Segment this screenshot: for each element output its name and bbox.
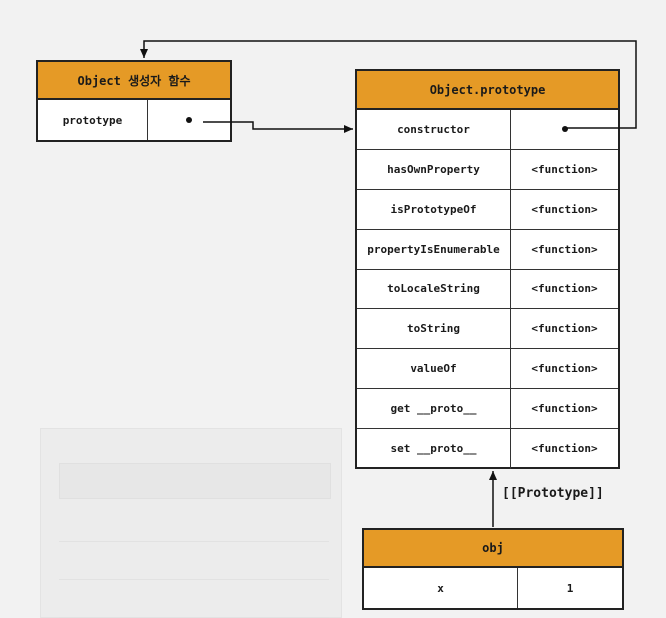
- property-value: <function>: [531, 242, 598, 256]
- background-table-row-ghost: [59, 581, 329, 618]
- property-key: hasOwnProperty: [357, 149, 511, 189]
- property-key: get __proto__: [357, 389, 511, 428]
- property-key: x: [364, 568, 518, 608]
- property-key: toString: [357, 309, 511, 349]
- property-value: <function>: [531, 322, 598, 336]
- table-row: x 1: [364, 568, 622, 608]
- object-constructor-title: Object 생성자 함수: [38, 62, 230, 100]
- reference-dot-icon: [561, 126, 568, 133]
- property-value: <function>: [531, 402, 598, 416]
- background-table-ghost: [40, 428, 342, 618]
- property-key: toLocaleString: [357, 269, 511, 309]
- property-key: set __proto__: [357, 429, 511, 469]
- property-value: <function>: [531, 442, 598, 456]
- property-value: [148, 100, 230, 140]
- table-row: toString <function>: [357, 309, 618, 350]
- table-row: get __proto__ <function>: [357, 389, 618, 429]
- property-value: <function>: [531, 202, 598, 216]
- property-value: <function>: [531, 282, 598, 296]
- object-constructor-box: Object 생성자 함수 prototype: [36, 60, 232, 142]
- table-row: hasOwnProperty <function>: [357, 149, 618, 190]
- object-prototype-title: Object.prototype: [357, 71, 618, 110]
- reference-dot-icon: [186, 117, 192, 123]
- table-row: toLocaleString <function>: [357, 269, 618, 310]
- table-row: set __proto__ <function>: [357, 429, 618, 469]
- table-row: isPrototypeOf <function>: [357, 189, 618, 230]
- background-table-row-ghost: [59, 505, 329, 542]
- table-row: constructor: [357, 110, 618, 150]
- object-prototype-box: Object.prototype constructor hasOwnPrope…: [355, 69, 620, 469]
- background-table-header-ghost: [59, 463, 331, 499]
- property-key: prototype: [38, 100, 148, 140]
- property-value: <function>: [531, 362, 598, 376]
- property-key: constructor: [357, 110, 511, 149]
- obj-title: obj: [364, 530, 622, 568]
- property-key: isPrototypeOf: [357, 189, 511, 229]
- prototype-link-label: [[Prototype]]: [502, 486, 604, 501]
- table-row: propertyIsEnumerable <function>: [357, 229, 618, 270]
- property-key: propertyIsEnumerable: [357, 229, 511, 269]
- property-value: 1: [566, 581, 574, 595]
- background-table-row-ghost: [59, 543, 329, 580]
- property-value: [511, 110, 618, 149]
- property-key: valueOf: [357, 349, 511, 389]
- obj-box: obj x 1: [362, 528, 624, 610]
- property-value: <function>: [531, 162, 598, 176]
- table-row: prototype: [38, 100, 230, 140]
- table-row: valueOf <function>: [357, 349, 618, 390]
